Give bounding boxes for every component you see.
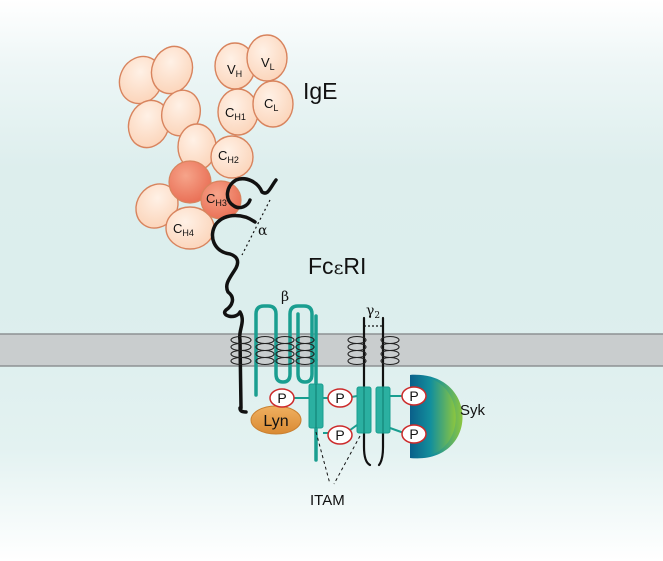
- gamma-chain-left: [362, 316, 372, 467]
- alpha-hinge-dotted: [241, 199, 271, 256]
- beta-helices: [255, 335, 315, 366]
- gamma-chain-right: [377, 316, 385, 467]
- cl-label: CL: [264, 96, 278, 113]
- vl-label: VL: [261, 55, 275, 72]
- svg-text:P: P: [335, 390, 344, 406]
- lyn-label: Lyn: [263, 413, 288, 430]
- ige-domain: [150, 45, 194, 95]
- svg-text:P: P: [409, 426, 418, 442]
- beta-chain: [254, 304, 318, 462]
- gamma-helices: [347, 335, 400, 366]
- ch2-domain: [210, 135, 254, 179]
- ige-domain: [161, 89, 201, 137]
- alpha-label: α: [258, 223, 268, 239]
- ch2-label: CH2: [218, 148, 239, 165]
- transmembrane-helices: [230, 335, 400, 366]
- plasma-membrane: [0, 333, 663, 367]
- itam-label: ITAM: [310, 492, 345, 509]
- ch3-label: CH3: [206, 191, 227, 208]
- ige-antibody: VH VL CH1 CL CH2 CH3 CH4: [118, 34, 294, 250]
- vh-label: VH: [227, 62, 242, 79]
- beta-label: β: [281, 289, 289, 305]
- ch4-label: CH4: [173, 221, 194, 238]
- svg-text:P: P: [335, 427, 344, 443]
- phospho-group: P: [327, 388, 353, 408]
- phospho-group: P: [269, 388, 295, 408]
- itam-pointers: [315, 431, 361, 485]
- gamma-label: γ2: [366, 303, 380, 321]
- phospho-group: P: [401, 386, 427, 406]
- phospho-group: P: [327, 425, 353, 445]
- fceri-label: FcεRI: [308, 253, 366, 279]
- vl-domain: [246, 34, 288, 82]
- ch3-domain-left: [168, 160, 212, 204]
- alpha-helix: [230, 335, 252, 366]
- svg-text:P: P: [409, 388, 418, 404]
- phospho-groups: P P P P P: [269, 386, 427, 445]
- ige-label: IgE: [303, 78, 338, 104]
- svg-text:P: P: [277, 390, 286, 406]
- cl-domain: [252, 80, 294, 128]
- ch1-label: CH1: [225, 105, 246, 122]
- gamma-itam-blocks: [356, 386, 391, 434]
- phospho-group: P: [401, 424, 427, 444]
- alpha-chain: [210, 177, 278, 414]
- syk-label: Syk: [460, 402, 486, 419]
